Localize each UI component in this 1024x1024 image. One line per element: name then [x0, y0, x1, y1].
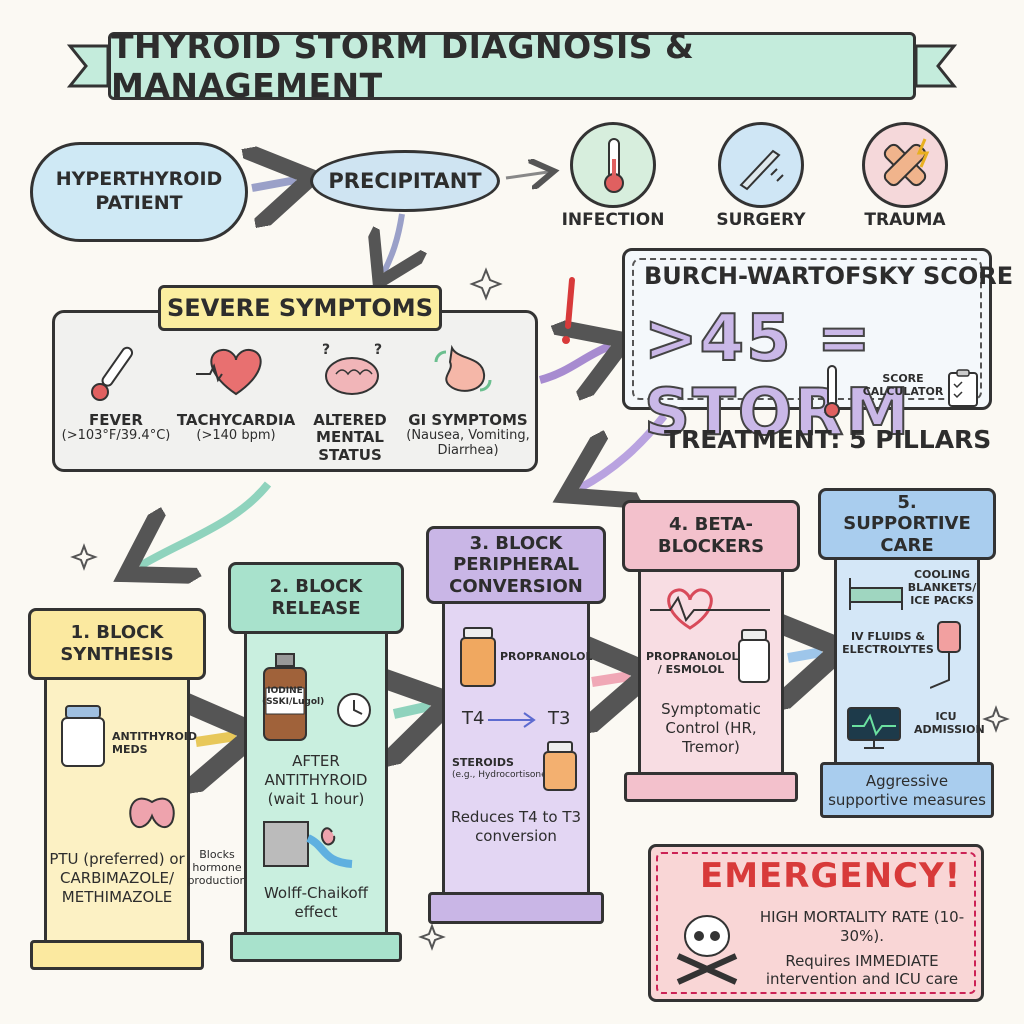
- supportive-item-icu: ICU ADMISSION: [914, 710, 985, 737]
- steroids-example: (e.g., Hydrocortisone): [452, 770, 551, 780]
- heart-icon: [196, 340, 276, 404]
- emergency-text: HIGH MORTALITY RATE (10-30%). Requires I…: [752, 908, 972, 989]
- pillar-3-base: [428, 892, 604, 924]
- symptom-gi-label: GI SYMPTOMS: [408, 411, 528, 429]
- stomach-icon: [428, 340, 498, 404]
- symptom-fever-label: FEVER: [89, 411, 143, 429]
- pillar-2-main: AFTER ANTITHYROID (wait 1 hour): [264, 752, 368, 808]
- svg-text:?: ?: [322, 342, 330, 358]
- pillar-3-drug: PROPRANOLOL: [500, 650, 593, 663]
- symptom-tachycardia: TACHYCARDIA (>140 bpm): [172, 411, 300, 444]
- t3-label: T3: [548, 708, 571, 729]
- brain-icon: ??: [312, 340, 392, 404]
- pillar-1-title: 1. BLOCK SYNTHESIS: [60, 622, 174, 665]
- antithyroid-meds-label: ANTITHYROID MEDS: [112, 730, 198, 757]
- thyroid-gland-icon: [124, 788, 180, 838]
- score-title: BURCH-WARTOFSKY SCORE: [644, 262, 1014, 290]
- iv-bag-icon: [929, 620, 970, 694]
- pillar-5-base: [820, 762, 994, 818]
- symptom-gi: GI SYMPTOMS (Nausea, Vomiting, Diarrhea): [402, 411, 534, 459]
- pillar-4-cap: 4. BETA-BLOCKERS: [622, 500, 800, 572]
- emergency-text-2: Requires IMMEDIATE intervention and ICU …: [765, 951, 959, 989]
- cause-infection: INFECTION: [561, 210, 665, 230]
- severe-symptoms-title-text: SEVERE SYMPTOMS: [167, 294, 433, 322]
- iodine-bottle-icon: [260, 652, 310, 746]
- steroids-label: STEROIDS: [452, 756, 514, 769]
- hyperthyroid-patient-node: HYPERTHYROID PATIENT: [30, 142, 248, 242]
- emergency-title: EMERGENCY!: [700, 856, 962, 896]
- propranolol-bottle-icon: [458, 626, 498, 692]
- symptom-tachycardia-detail: (>140 bpm): [196, 428, 276, 444]
- title-banner: THYROID STORM DIAGNOSIS & MANAGEMENT: [108, 27, 916, 105]
- pillar-5-main: Aggressive supportive measures: [828, 772, 986, 809]
- symptom-fever-detail: (>103°F/39.4°C): [61, 428, 171, 444]
- pillar-1-main: PTU (preferred) or CARBIMAZOLE/ METHIMAZ…: [49, 850, 185, 906]
- supportive-item-fluids: IV FLUIDS & ELECTROLYTES: [842, 630, 934, 657]
- svg-text:?: ?: [374, 342, 382, 358]
- clock-icon: [334, 690, 374, 734]
- pillar-3-main: Reduces T4 to T3 conversion: [450, 808, 582, 845]
- precipitant-node: PRECIPITANT: [310, 150, 500, 212]
- skull-crossbones-icon: [672, 906, 742, 990]
- symptom-ams-label: ALTERED MENTAL STATUS: [313, 411, 387, 464]
- score-calculator-label: SCORE CALCULATOR: [862, 372, 944, 399]
- pillar-4-base: [624, 772, 798, 802]
- symptom-fever: FEVER (>103°F/39.4°C): [56, 411, 176, 444]
- symptom-gi-detail: (Nausea, Vomiting, Diarrhea): [406, 428, 530, 459]
- treatment-heading: TREATMENT: 5 PILLARS: [664, 425, 992, 454]
- score-thermometer-icon: [820, 364, 844, 424]
- page-title: THYROID STORM DIAGNOSIS & MANAGEMENT: [111, 27, 695, 105]
- iodine-label: IODINE (SSKI/Lugol): [262, 686, 325, 707]
- patient-line-2: PATIENT: [95, 192, 183, 214]
- pillar-1-base: [30, 940, 204, 970]
- burch-wartofsky-score-box: [622, 248, 992, 410]
- pillar-1-cap: 1. BLOCK SYNTHESIS: [28, 608, 206, 680]
- symptom-altered-mental-status: ALTERED MENTAL STATUS: [300, 411, 400, 464]
- pillar-4-title: 4. BETA-BLOCKERS: [657, 514, 765, 557]
- trauma-bandage-icon: [862, 122, 948, 208]
- supportive-item-cooling: COOLING BLANKETS/ ICE PACKS: [907, 568, 977, 608]
- surgery-scalpel-icon: [718, 122, 804, 208]
- symptom-tachycardia-label: TACHYCARDIA: [176, 411, 296, 429]
- pillar-5-title: 5. SUPPORTIVE CARE: [843, 491, 971, 556]
- pillar-4-drug: PROPRANOLOL / ESMOLOL: [646, 650, 739, 677]
- severe-symptoms-box: [52, 310, 538, 472]
- pillar-2-title: 2. BLOCK RELEASE: [269, 576, 363, 619]
- emergency-text-1: HIGH MORTALITY RATE (10-30%).: [759, 908, 965, 945]
- cause-trauma: TRAUMA: [864, 210, 946, 230]
- pillar-2-base: [230, 932, 402, 962]
- pillar-3-title: 3. BLOCK PERIPHERAL CONVERSION: [449, 532, 583, 597]
- bed-icon: [846, 570, 906, 618]
- heart-ecg-icon: [650, 584, 770, 638]
- pillar-4-main: Symptomatic Control (HR, Tremor): [661, 700, 761, 756]
- infection-thermometer-icon: [570, 122, 656, 208]
- precipitant-label: PRECIPITANT: [328, 169, 482, 193]
- severe-symptoms-title: SEVERE SYMPTOMS: [158, 285, 442, 331]
- t4-to-t3-arrow-icon: [488, 712, 536, 728]
- pillar-2-cap: 2. BLOCK RELEASE: [228, 562, 404, 634]
- score-formula: >45 = STORM: [643, 301, 912, 451]
- monitor-icon: [844, 704, 904, 756]
- beta-blocker-bottle-icon: [736, 628, 772, 688]
- pillar-2-effect: Wolff-Chaikoff effect: [263, 884, 369, 921]
- pill-bottle-icon: [58, 704, 108, 772]
- fever-thermometer-icon: [82, 340, 152, 406]
- dam-icon: [262, 818, 372, 874]
- clipboard-icon: [946, 368, 980, 412]
- pillar-1-note: Blocks hormone production: [187, 848, 247, 888]
- patient-line-1: HYPERTHYROID: [55, 168, 223, 191]
- emergency-dashed-border: [656, 852, 976, 994]
- score-box-dashed-border: [632, 258, 982, 400]
- t4-label: T4: [462, 708, 485, 729]
- pillar-5-cap: 5. SUPPORTIVE CARE: [818, 488, 996, 560]
- steroid-bottle-icon: [540, 740, 580, 796]
- pillar-3-cap: 3. BLOCK PERIPHERAL CONVERSION: [426, 526, 606, 604]
- cause-surgery: SURGERY: [716, 210, 806, 230]
